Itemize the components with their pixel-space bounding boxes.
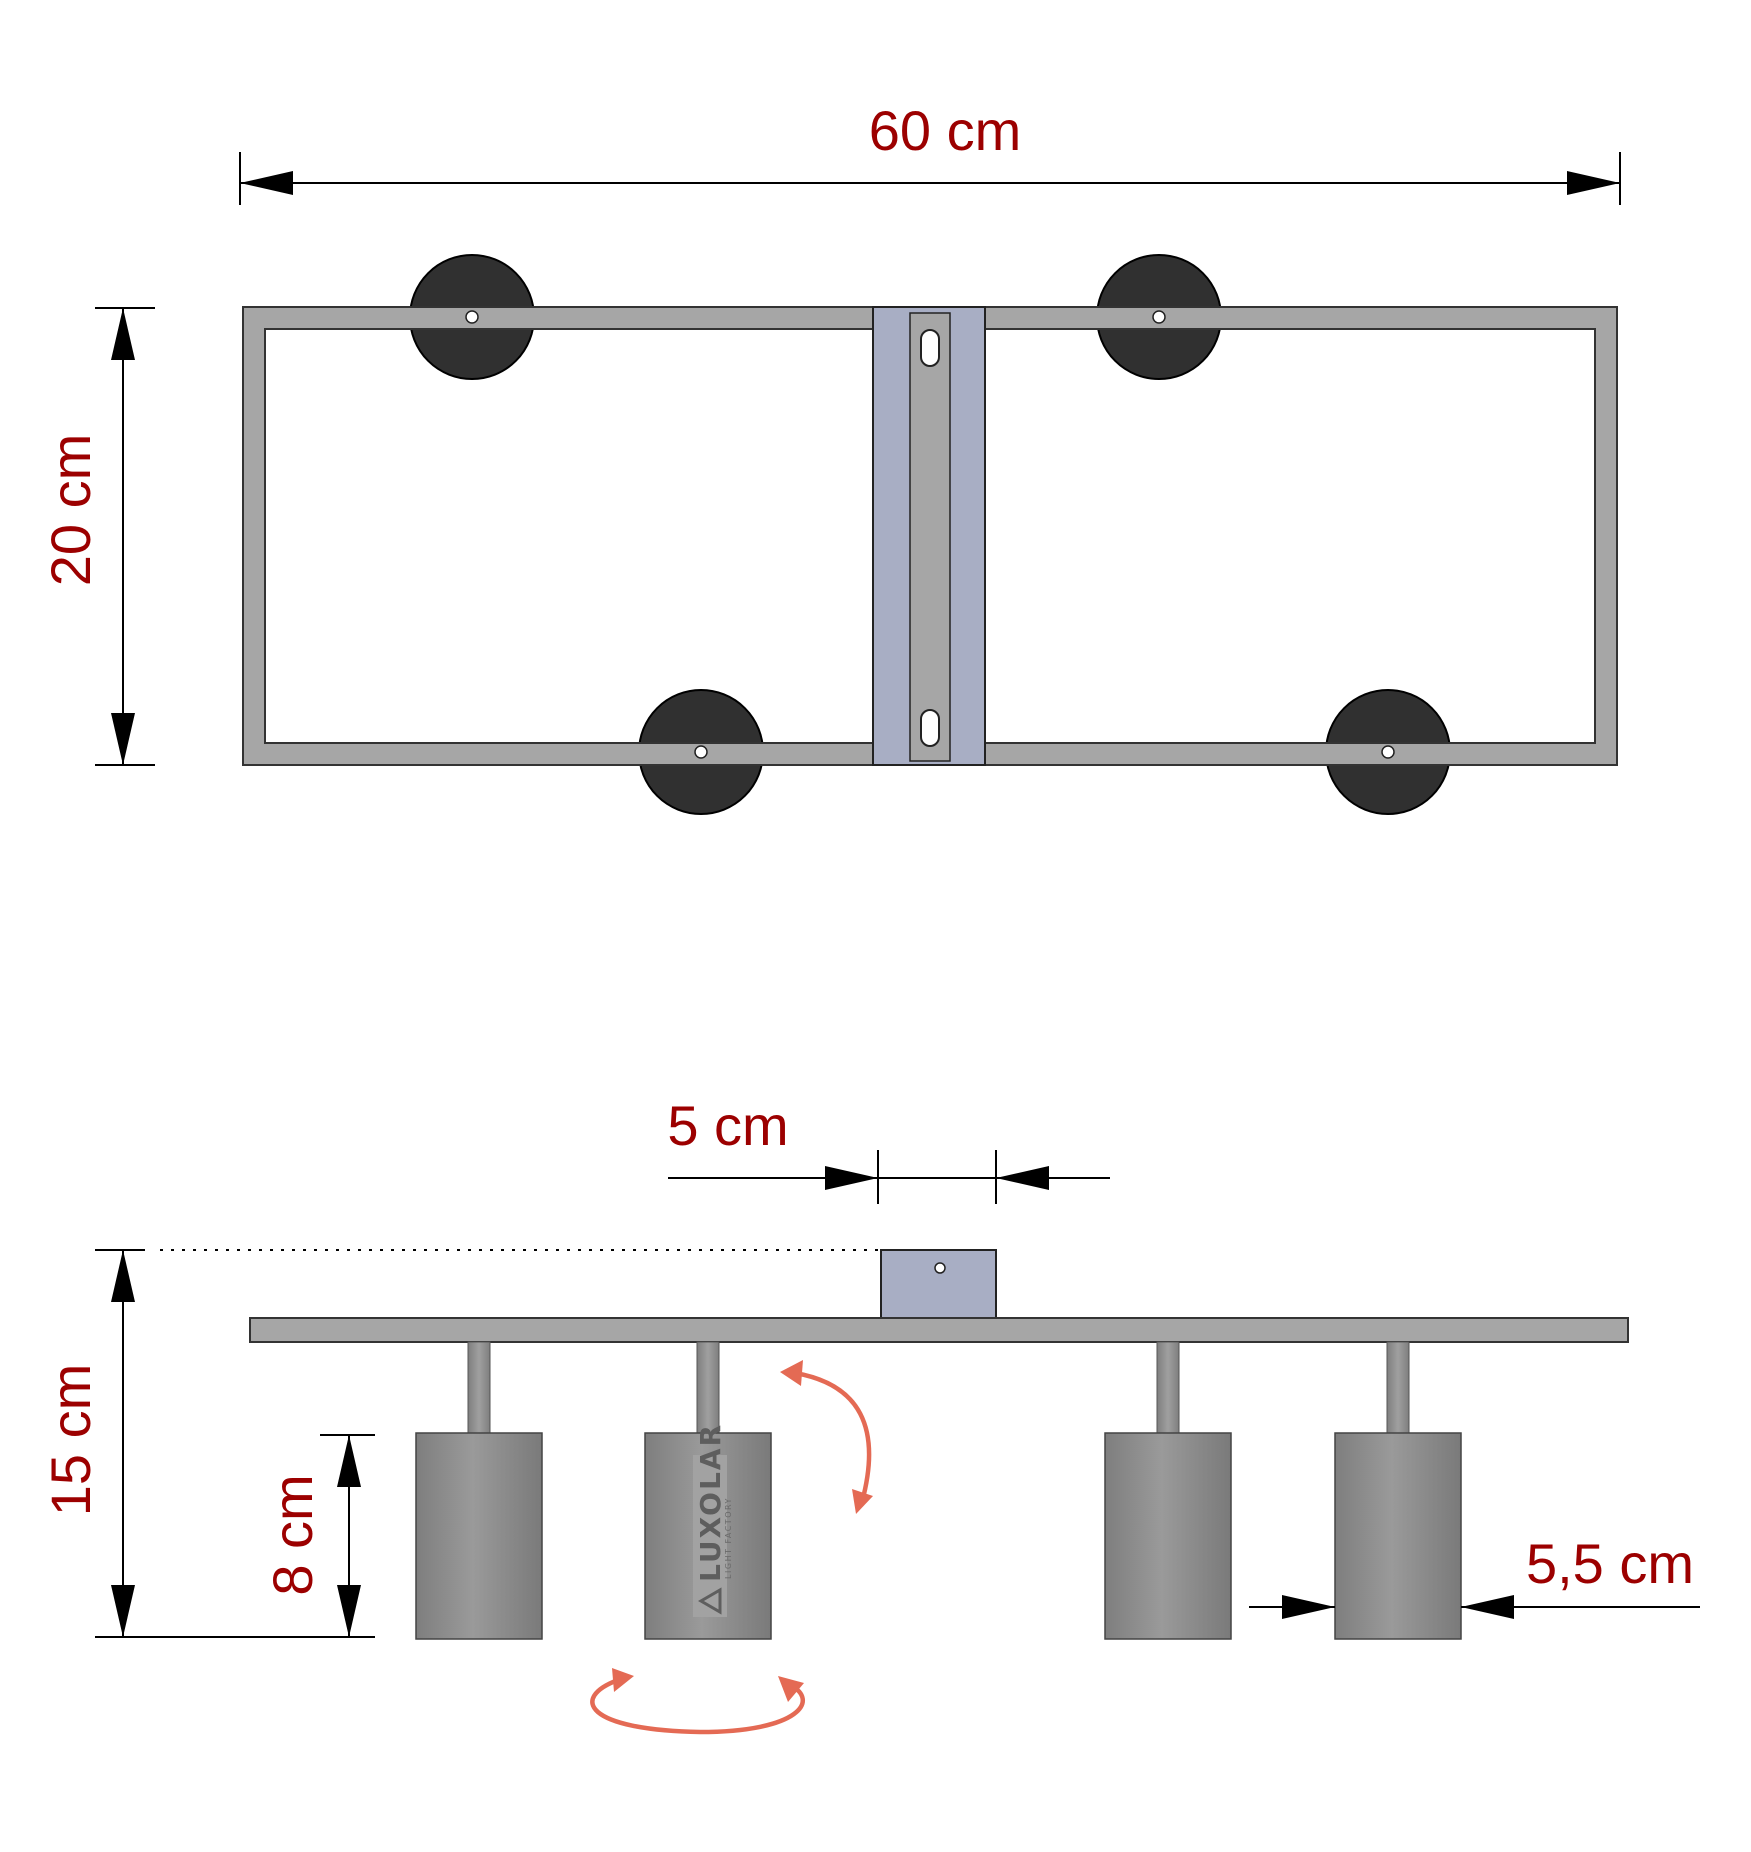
brand-tagline: LIGHT FACTORY [724,1497,733,1579]
shade-height-label: 8 cm [261,1474,324,1595]
brand-logo: LUXOLAR LIGHT FACTORY [693,1423,733,1617]
logo-triangle-icon [698,1587,722,1615]
total-height-dimension: 15 cm [39,1249,375,1638]
arrow-right-icon [1567,171,1620,195]
spot-rods [467,1341,1410,1436]
arrow-up-icon [337,1435,361,1487]
swivel-rotation-icon [590,1668,805,1735]
arrow-left-icon [996,1166,1049,1190]
width-label: 60 cm [869,99,1022,162]
arrow-left-icon [1461,1595,1514,1619]
spot-shade [1334,1432,1462,1640]
shade-diameter-label: 5,5 cm [1526,1532,1694,1595]
spot-shade [1104,1432,1232,1640]
frame-bar-side [249,1317,1629,1343]
shade-diameter-dimension: 5,5 cm [1249,1532,1700,1619]
brand-name: LUXOLAR [694,1423,727,1582]
tilt-rotation-icon [780,1360,873,1514]
mounting-slot [920,329,940,367]
arrow-up-icon [111,1250,135,1302]
depth-label: 20 cm [39,434,102,587]
mounting-block-side [880,1249,997,1319]
mount-width-dimension: 5 cm [667,1094,1110,1204]
total-height-label: 15 cm [39,1364,102,1517]
shade-height-dimension: 8 cm [261,1434,375,1637]
arrow-down-icon [111,713,135,765]
arrow-up-icon [111,308,135,360]
mount-width-label: 5 cm [667,1094,788,1157]
pivot-screws [465,310,1395,759]
arrow-right-icon [1282,1595,1335,1619]
arrow-down-icon [111,1585,135,1637]
mounting-plate-top [872,306,986,766]
width-dimension: 60 cm [239,99,1621,205]
arrow-right-icon [825,1166,878,1190]
frame-top-view [242,306,1618,766]
spot-shade [415,1432,543,1640]
mounting-slot [920,709,940,747]
arrow-down-icon [337,1585,361,1637]
depth-dimension: 20 cm [39,307,155,766]
arrow-left-icon [240,171,293,195]
